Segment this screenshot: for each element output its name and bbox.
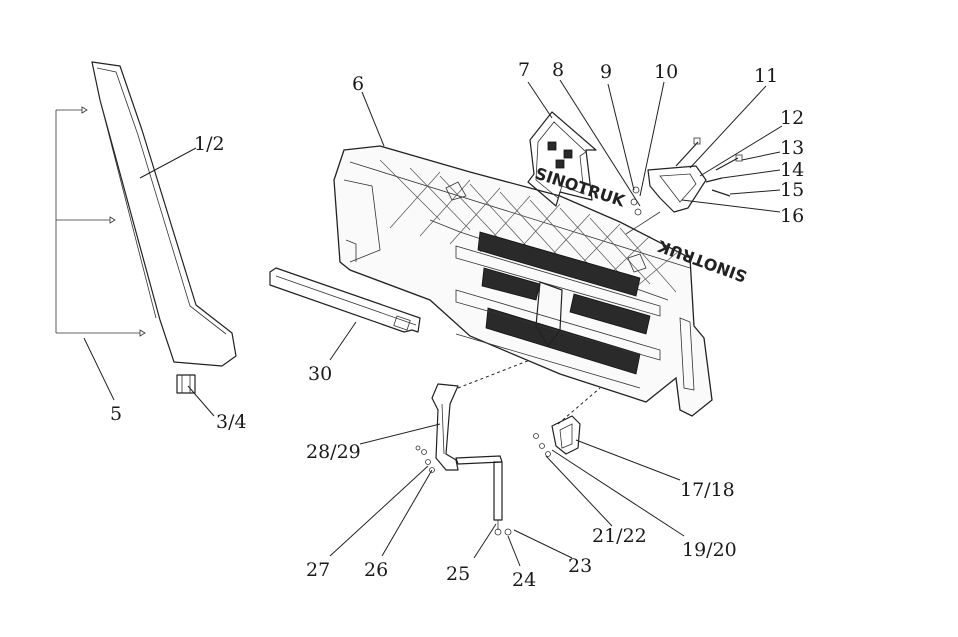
upper-bracket-part: [625, 137, 743, 235]
label-11: 11: [754, 65, 778, 87]
callout-labels: 1/2 3/4 5 6 7 8 9 10 11 12 13 14 15 16 1…: [110, 59, 804, 591]
label-21-22: 21/22: [592, 525, 647, 547]
lower-bracket-part: [533, 387, 601, 457]
label-24: 24: [512, 569, 536, 591]
label-9: 9: [600, 61, 612, 83]
hinge-arm-part: [431, 359, 531, 471]
label-30: 30: [308, 363, 332, 385]
label-17-18: 17/18: [680, 479, 735, 501]
label-28-29: 28/29: [306, 441, 361, 463]
label-10: 10: [654, 61, 678, 83]
label-23: 23: [568, 555, 592, 577]
label-13: 13: [780, 137, 804, 159]
label-1-2: 1/2: [194, 133, 225, 155]
label-3-4: 3/4: [216, 411, 247, 433]
washers-left: [415, 445, 435, 473]
label-26: 26: [364, 559, 388, 581]
label-15: 15: [780, 179, 804, 201]
label-14: 14: [780, 159, 804, 181]
trim-strip-part: [269, 267, 421, 333]
label-7: 7: [518, 59, 530, 81]
leader-lines: [83, 79, 783, 567]
radiator-grille-part: [333, 145, 713, 417]
part-5-bracket: [55, 106, 146, 337]
label-27: 27: [306, 559, 330, 581]
label-6: 6: [352, 73, 364, 95]
label-16: 16: [780, 205, 804, 227]
clip-part: [176, 374, 196, 394]
label-25: 25: [446, 563, 470, 585]
pillar-trim-part: [91, 61, 237, 367]
gas-strut-part: [493, 461, 512, 536]
label-19-20: 19/20: [682, 539, 737, 561]
label-5: 5: [110, 403, 122, 425]
label-8: 8: [552, 59, 564, 81]
label-12: 12: [780, 107, 804, 129]
